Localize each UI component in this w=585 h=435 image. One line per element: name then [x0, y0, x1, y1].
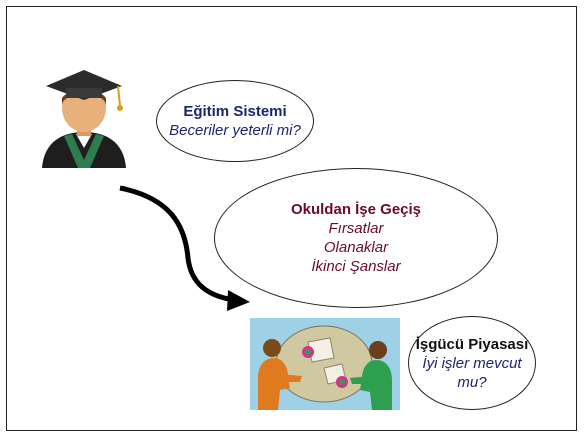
- node-title: Eğitim Sistemi: [183, 103, 287, 120]
- node-title: Okuldan İşe Geçiş: [290, 201, 422, 218]
- node-subtitle: Beceriler yeterli mi?: [169, 122, 301, 139]
- graduate-icon: [42, 70, 126, 168]
- labour-market-ellipse: İşgücü Piyasası İyi işler mevcut mu?: [408, 316, 536, 410]
- school-to-work-ellipse: Okuldan İşe Geçiş Fırsatlar Olanaklar İk…: [214, 168, 498, 308]
- node-line: İkinci Şanslar: [311, 258, 401, 275]
- slide-frame: [6, 6, 577, 431]
- education-system-ellipse: Eğitim Sistemi Beceriler yeterli mi?: [156, 80, 314, 162]
- node-line: İyi işler mevcut: [422, 354, 522, 372]
- node-line: mu?: [457, 373, 487, 391]
- meeting-table-icon: [250, 318, 400, 410]
- node-line: Fırsatlar: [328, 220, 384, 237]
- curved-arrow: [119, 185, 250, 311]
- node-line: Olanaklar: [323, 239, 389, 256]
- node-title: İşgücü Piyasası: [415, 335, 529, 353]
